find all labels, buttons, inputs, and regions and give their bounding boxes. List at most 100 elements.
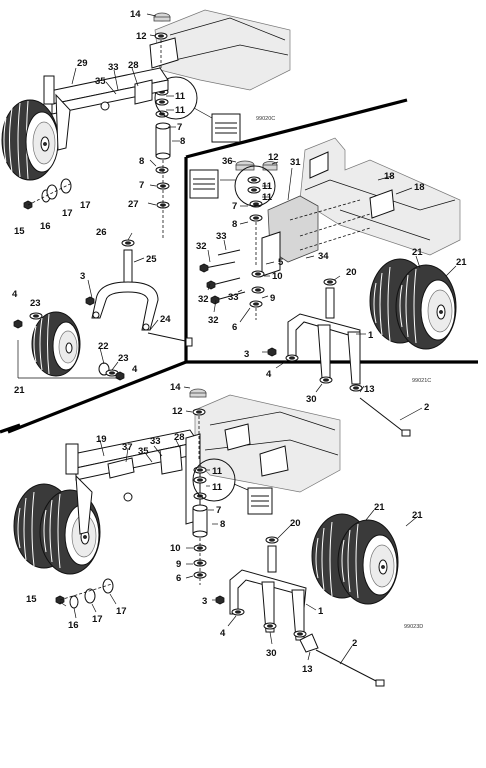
callout-33: 33 [108, 62, 119, 73]
callout-17a: 17 [62, 208, 73, 219]
callout-m-21b: 21 [456, 257, 467, 268]
axle-beam-19 [65, 429, 201, 525]
callout-b-9: 9 [176, 559, 181, 570]
callout-7b: 7 [139, 180, 144, 191]
callouts-top-left: 14 12 29 33 28 35 11 11 7 8 8 7 27 15 16… [12, 9, 186, 396]
callout-4b: 4 [132, 364, 138, 375]
callouts-bottom: 14 12 19 37 33 28 35 11 11 7 8 20 10 9 6… [26, 382, 423, 675]
tires-bottom-left-dual [13, 474, 101, 575]
callout-b-3: 3 [202, 596, 207, 607]
callout-b-1: 1 [318, 606, 324, 617]
figure-code-bottom: 99023D [404, 624, 423, 630]
pivot-hardware-bottom [189, 388, 208, 585]
callout-b-15: 15 [26, 594, 37, 605]
callout-11b: 11 [175, 105, 186, 116]
callout-27: 27 [128, 199, 139, 210]
detail-magnifier-middle [189, 165, 276, 207]
figure-code-top: 99020C [256, 116, 275, 122]
frame-rear-bottom [194, 394, 341, 493]
mount-bracket-31 [261, 195, 371, 277]
callout-m-11a: 11 [262, 181, 273, 192]
callout-m-32b: 32 [198, 294, 209, 305]
callout-m-10: 10 [272, 271, 283, 282]
hub-parts-bottom [55, 578, 114, 609]
callout-b-2: 2 [352, 638, 357, 649]
callouts-middle-right: 36 12 31 18 18 11 11 7 8 33 32 5 34 10 3… [196, 152, 467, 413]
callout-b-21b: 21 [412, 510, 423, 521]
frame-rear-middle [299, 137, 461, 256]
callout-4a: 4 [12, 289, 18, 300]
callout-26: 26 [96, 227, 107, 238]
tires-bottom-right-dual [311, 513, 399, 605]
axle-beam-29 [43, 67, 169, 115]
callout-m-5: 5 [278, 257, 284, 268]
callout-24: 24 [160, 314, 171, 325]
callout-29: 29 [77, 58, 88, 69]
callout-25: 25 [146, 254, 157, 265]
figure-codes: 99020C 99021C 99023D [256, 116, 431, 630]
callout-m-33a: 33 [216, 231, 227, 242]
callout-b-11b: 11 [212, 482, 223, 493]
callout-m-32a: 32 [196, 241, 207, 252]
callout-b-33: 33 [150, 436, 161, 447]
caster-fork-bottom [215, 536, 385, 687]
callout-m-4: 4 [266, 369, 272, 380]
callout-23a: 23 [30, 298, 41, 309]
callout-b-7: 7 [216, 505, 221, 516]
callout-b-8: 8 [220, 519, 225, 530]
frame-rear-top [149, 9, 291, 91]
callout-m-34: 34 [318, 251, 329, 262]
callout-35: 35 [95, 76, 106, 87]
callout-16: 16 [40, 221, 51, 232]
callout-8a: 8 [180, 136, 185, 147]
callout-m-3: 3 [244, 349, 249, 360]
callout-b-11a: 11 [212, 466, 223, 477]
tires-middle-dual [369, 258, 457, 350]
callout-12: 12 [136, 31, 147, 42]
callout-b-35: 35 [138, 446, 149, 457]
callout-b-37: 37 [122, 442, 133, 453]
callout-m-1: 1 [368, 330, 374, 341]
callout-23b: 23 [118, 353, 129, 364]
panel-dividers [0, 98, 478, 434]
detail-magnifier-top [154, 76, 241, 143]
detail-magnifier-bottom [192, 458, 273, 515]
callout-8b: 8 [139, 156, 144, 167]
panel-top-left [1, 9, 291, 381]
bolts-32 [199, 249, 246, 305]
panel-middle-right [189, 137, 461, 437]
tire-top-left [1, 93, 71, 181]
callout-m-21a: 21 [412, 247, 423, 258]
callout-m-20: 20 [346, 267, 357, 278]
callout-m-11b: 11 [262, 192, 273, 203]
tire-front-small [13, 311, 125, 381]
figure-code-middle: 99021C [412, 378, 431, 384]
leaders-bottom [59, 386, 419, 665]
callout-b-20: 20 [290, 518, 301, 529]
callout-22: 22 [98, 341, 109, 352]
panel-bottom [13, 386, 419, 687]
leaders-middle [207, 160, 457, 421]
callout-m-18b: 18 [414, 182, 425, 193]
callout-m-36: 36 [222, 156, 233, 167]
callout-m-33b: 33 [228, 292, 239, 303]
callout-m-30: 30 [306, 394, 317, 405]
callout-m-9: 9 [270, 293, 275, 304]
leaders-top-left [71, 13, 180, 371]
callout-28: 28 [128, 60, 139, 71]
callout-m-18a: 18 [384, 171, 395, 182]
callout-15: 15 [14, 226, 25, 237]
callout-m-13: 13 [364, 384, 375, 395]
callout-m-6: 6 [232, 322, 237, 333]
pivot-hardware-top [153, 12, 171, 240]
callout-b-17a: 17 [92, 614, 103, 625]
caster-fork-25 [85, 239, 193, 347]
callout-b-28: 28 [174, 432, 185, 443]
callout-b-19: 19 [96, 434, 107, 445]
hub-parts-top [23, 178, 72, 210]
callout-b-6: 6 [176, 573, 181, 584]
callout-17b: 17 [80, 200, 91, 211]
caster-fork-middle [267, 278, 411, 437]
callout-3: 3 [80, 271, 85, 282]
callout-7a: 7 [177, 122, 182, 133]
